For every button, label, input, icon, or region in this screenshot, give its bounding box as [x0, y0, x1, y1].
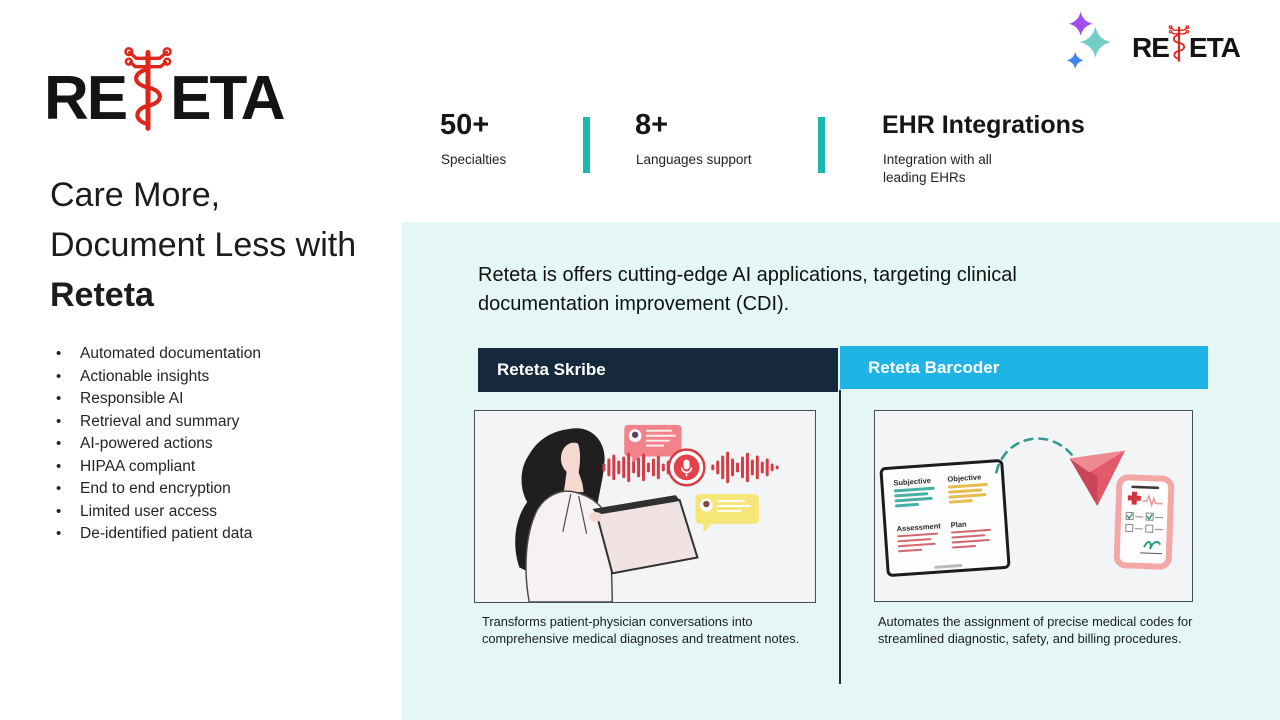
soap-cell-plan: Plan: [950, 517, 996, 557]
header-word-start: RE: [1132, 32, 1170, 63]
list-item: HIPAA compliant: [54, 458, 384, 475]
brand-logo: RE ETA: [44, 44, 286, 133]
soap-label: Subjective: [893, 475, 932, 488]
column-divider: [839, 390, 841, 684]
header-word-end: ETA: [1188, 32, 1241, 63]
skribe-illustration: [474, 410, 816, 603]
list-item: Responsible AI: [54, 391, 384, 408]
logo-word-end: ETA: [170, 64, 285, 133]
page-title: Care More, Document Less with Reteta: [50, 170, 356, 320]
list-item: Limited user access: [54, 503, 384, 520]
list-item: Retrieval and summary: [54, 413, 384, 430]
caduceus-icon: [123, 44, 173, 136]
list-item: Actionable insights: [54, 368, 384, 385]
caduceus-icon: [1168, 24, 1190, 64]
skribe-card-header: Reteta Skribe: [478, 348, 838, 392]
physician-dictation-graphic: [515, 424, 779, 602]
stat-specialties-value: 50+: [440, 109, 490, 141]
stat-ehr-value: EHR Integrations: [882, 111, 1085, 139]
title-line-1: Care More,: [50, 176, 221, 214]
barcoder-caption: Automates the assignment of precise medi…: [878, 614, 1193, 646]
logo-word-start: RE: [44, 64, 128, 133]
soap-label: Objective: [947, 472, 982, 484]
title-line-3: Reteta: [50, 276, 154, 314]
stat-ehr-label: Integration with all leading EHRs: [883, 152, 992, 185]
skribe-card-title: Reteta Skribe: [497, 360, 606, 379]
soap-label: Plan: [950, 519, 967, 530]
panel-intro-text: Reteta is offers cutting-edge AI applica…: [478, 264, 1017, 315]
stat-languages-label: Languages support: [636, 152, 752, 167]
skribe-caption: Transforms patient-physician conversatio…: [482, 614, 800, 646]
stat-specialties-label: Specialties: [441, 152, 507, 167]
barcoder-card-title: Reteta Barcoder: [868, 357, 1000, 377]
title-line-2: Document Less with: [50, 226, 357, 264]
soap-note-tablet: Subjective Objective Assessment Plan: [879, 458, 1011, 578]
list-item: De-identified patient data: [54, 526, 384, 543]
list-item: Automated documentation: [54, 346, 384, 363]
stat-divider: [583, 117, 590, 173]
soap-cell-assessment: Assessment: [896, 521, 943, 561]
stat-languages-value: 8+: [635, 109, 669, 141]
stat-divider: [818, 117, 825, 173]
soap-label: Assessment: [896, 520, 942, 533]
list-item: End to end encryption: [54, 481, 384, 498]
soap-cell-subjective: Subjective: [893, 475, 940, 515]
soap-cell-objective: Objective: [947, 472, 993, 512]
sparkles-icon: [1066, 11, 1111, 69]
header-logo: RE ETA: [1060, 10, 1241, 76]
barcoder-illustration: Subjective Objective Assessment Plan: [874, 410, 1193, 602]
header-wordmark: RE ETA: [1132, 24, 1241, 64]
list-item: AI-powered actions: [54, 436, 384, 453]
feature-list: Automated documentation Actionable insig…: [54, 346, 384, 549]
coded-document-content: [1125, 485, 1164, 555]
coded-document: [1113, 474, 1175, 570]
barcoder-card-header: Reteta Barcoder: [840, 346, 1208, 389]
